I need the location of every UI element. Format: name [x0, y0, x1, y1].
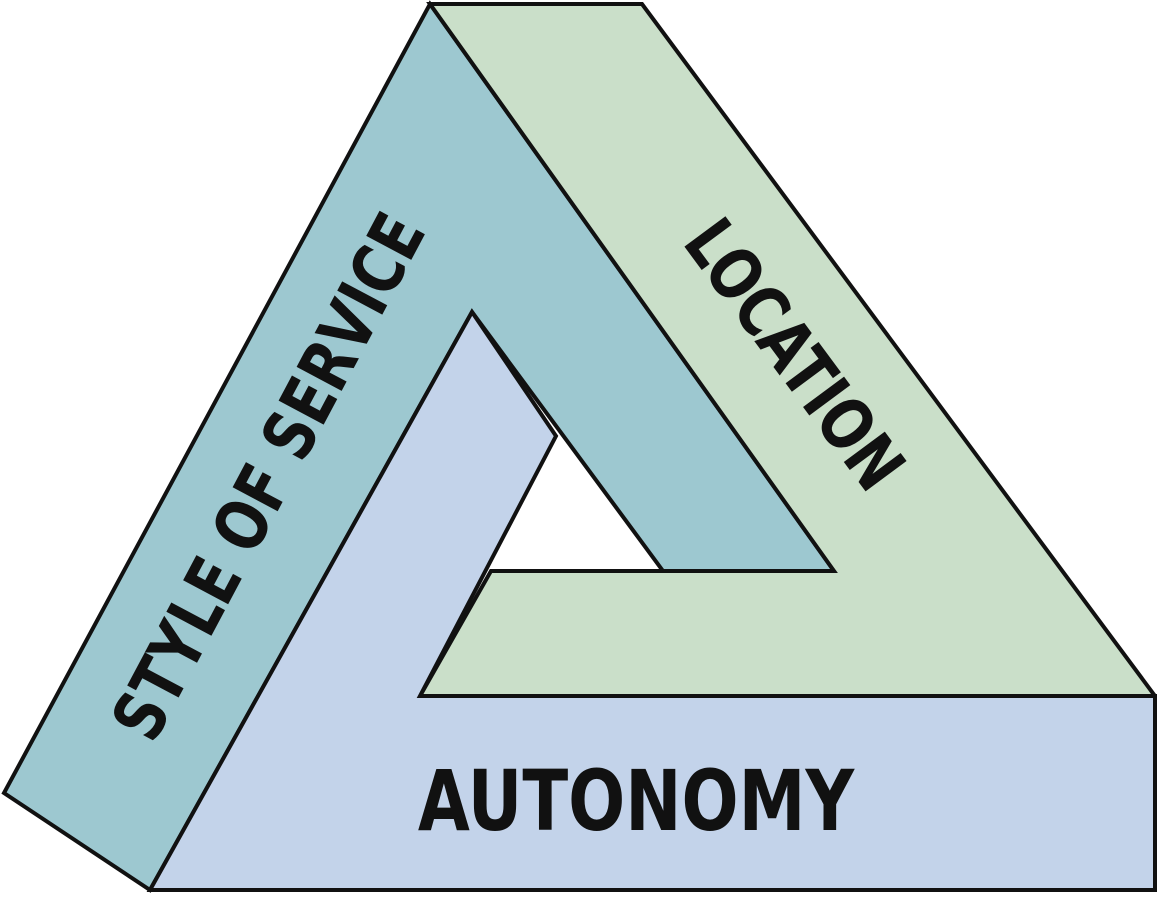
- autonomy-label: AUTONOMY: [418, 752, 855, 850]
- autonomy-bar: [146, 308, 1157, 892]
